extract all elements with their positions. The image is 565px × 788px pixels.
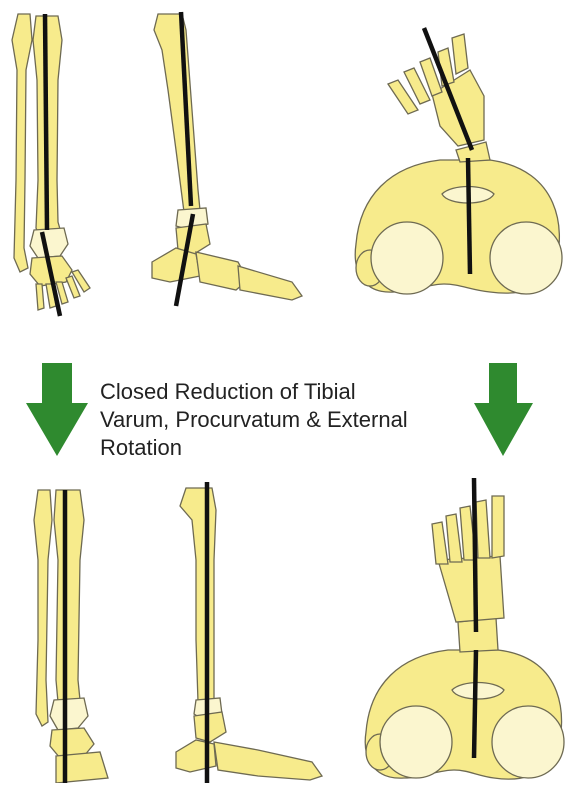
caption-line-3: Rotation <box>100 434 480 462</box>
talus-lateral-after <box>194 712 226 742</box>
ankle-joint <box>30 228 68 258</box>
calcaneus-lateral <box>152 248 200 282</box>
tibia-shaft-after <box>54 490 84 702</box>
calcaneus-lateral-after <box>176 740 216 772</box>
lateral-leg-before <box>152 12 302 306</box>
fibula-shaft-after <box>34 490 52 726</box>
toe-5-after <box>432 522 448 564</box>
toe-1-after <box>492 496 504 558</box>
foot-body-axial-after <box>438 556 504 622</box>
metatarsals-lateral-after <box>214 742 322 780</box>
front-leg-before <box>12 14 90 316</box>
center-notch-after <box>452 683 504 700</box>
left-socket-after <box>380 706 452 778</box>
left-socket <box>371 222 443 294</box>
right-socket <box>490 222 562 294</box>
axial-foot-before <box>355 28 562 294</box>
tibial-axis-line <box>45 14 47 230</box>
pelvis-axis-line <box>468 158 470 274</box>
toe-4-after <box>446 514 462 562</box>
metatarsals-lateral <box>238 266 302 300</box>
tibia-lateral-shaft <box>154 14 200 212</box>
caption-line-1: Closed Reduction of Tibial <box>100 378 480 406</box>
tibia-lateral-after <box>180 488 216 702</box>
lateral-leg-after <box>176 482 322 783</box>
toe-2-after <box>476 500 490 558</box>
caption-line-2: Varum, Procurvatum & External <box>100 406 480 434</box>
fibula-shaft <box>12 14 32 272</box>
caption: Closed Reduction of Tibial Varum, Procur… <box>100 378 480 462</box>
toe-1 <box>452 34 468 74</box>
down-arrow-left <box>26 363 88 456</box>
axial-foot-after <box>365 478 564 779</box>
down-arrow-right <box>474 363 533 456</box>
pelvis-axis-line-after <box>474 650 476 758</box>
metatarsal-1 <box>36 284 44 310</box>
foot-axis-line-axial-after <box>474 478 476 632</box>
front-leg-after <box>34 490 108 783</box>
foot-body-axial <box>432 70 484 146</box>
ankle-joint-after <box>50 698 88 730</box>
right-socket-after <box>492 706 564 778</box>
